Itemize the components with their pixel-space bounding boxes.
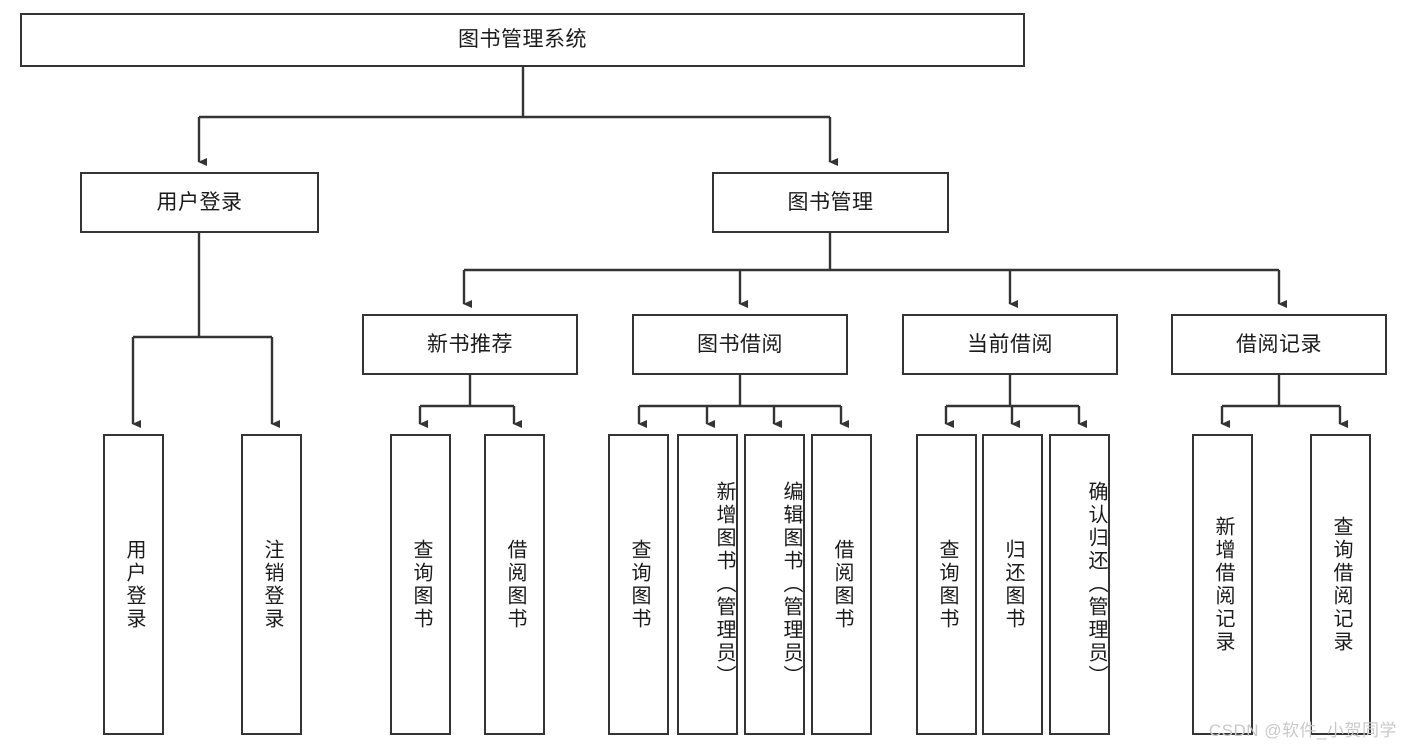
- leaf-borrow-borrow-book[interactable]: 借阅图书: [811, 434, 872, 735]
- leaf-current-confirm-return-admin[interactable]: 确认归还（管理员）: [1049, 434, 1110, 735]
- node-user-login[interactable]: 用户登录: [80, 172, 319, 233]
- node-book-borrow[interactable]: 图书借阅: [632, 314, 848, 375]
- leaf-record-add-record[interactable]: 新增借阅记录: [1192, 434, 1253, 735]
- leaf-user-login-signin[interactable]: 用户登录: [103, 434, 164, 735]
- leaf-user-login-signout[interactable]: 注销登录: [241, 434, 302, 735]
- node-new-book-recommend[interactable]: 新书推荐: [362, 314, 578, 375]
- node-root-system[interactable]: 图书管理系统: [20, 13, 1025, 67]
- leaf-borrow-edit-book-admin[interactable]: 编辑图书（管理员）: [744, 434, 805, 735]
- leaf-borrow-add-book-admin[interactable]: 新增图书（管理员）: [677, 434, 738, 735]
- node-book-management[interactable]: 图书管理: [712, 172, 949, 233]
- leaf-record-query-record[interactable]: 查询借阅记录: [1310, 434, 1371, 735]
- leaf-recommend-query-book[interactable]: 查询图书: [390, 434, 451, 735]
- node-borrow-record[interactable]: 借阅记录: [1171, 314, 1387, 375]
- leaf-recommend-borrow-book[interactable]: 借阅图书: [484, 434, 545, 735]
- leaf-borrow-query-book[interactable]: 查询图书: [608, 434, 669, 735]
- leaf-current-query-book[interactable]: 查询图书: [916, 434, 977, 735]
- node-current-borrow[interactable]: 当前借阅: [902, 314, 1118, 375]
- leaf-current-return-book[interactable]: 归还图书: [982, 434, 1043, 735]
- csdn-watermark: CSDN @软件_小贺同学: [1208, 721, 1397, 740]
